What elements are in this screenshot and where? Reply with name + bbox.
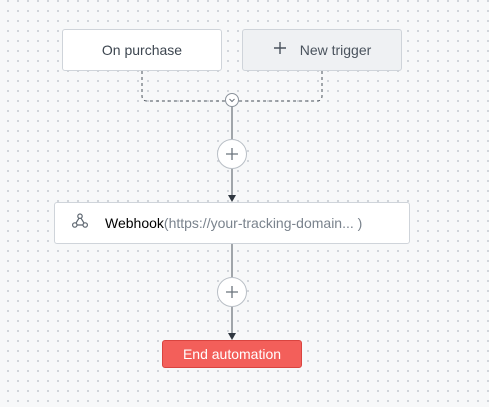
merge-node (225, 93, 239, 107)
plus-icon (273, 39, 287, 59)
plus-icon (226, 148, 238, 160)
chevron-down-icon (229, 98, 235, 103)
plus-icon (226, 286, 238, 298)
new-trigger-label: New trigger (299, 42, 372, 58)
step-name: Webhook (105, 215, 164, 231)
arrow-head (228, 333, 236, 340)
trigger-card-on-purchase[interactable]: On purchase (62, 29, 222, 71)
step-card-webhook[interactable]: Webhook (https://your-tracking-domain...… (54, 202, 410, 244)
step-detail: (https://your-tracking-domain... ) (163, 215, 363, 231)
add-step-button[interactable] (217, 139, 247, 169)
arrow-head (228, 195, 236, 202)
end-automation-label: End automation (182, 346, 282, 362)
trigger-merge-connector-right (239, 71, 323, 102)
webhook-icon (71, 213, 89, 228)
trigger-merge-connector (141, 71, 225, 102)
new-trigger-button[interactable]: New trigger (242, 29, 402, 71)
add-step-button[interactable] (217, 277, 247, 307)
trigger-label: On purchase (101, 42, 183, 58)
end-automation-button[interactable]: End automation (162, 340, 302, 368)
